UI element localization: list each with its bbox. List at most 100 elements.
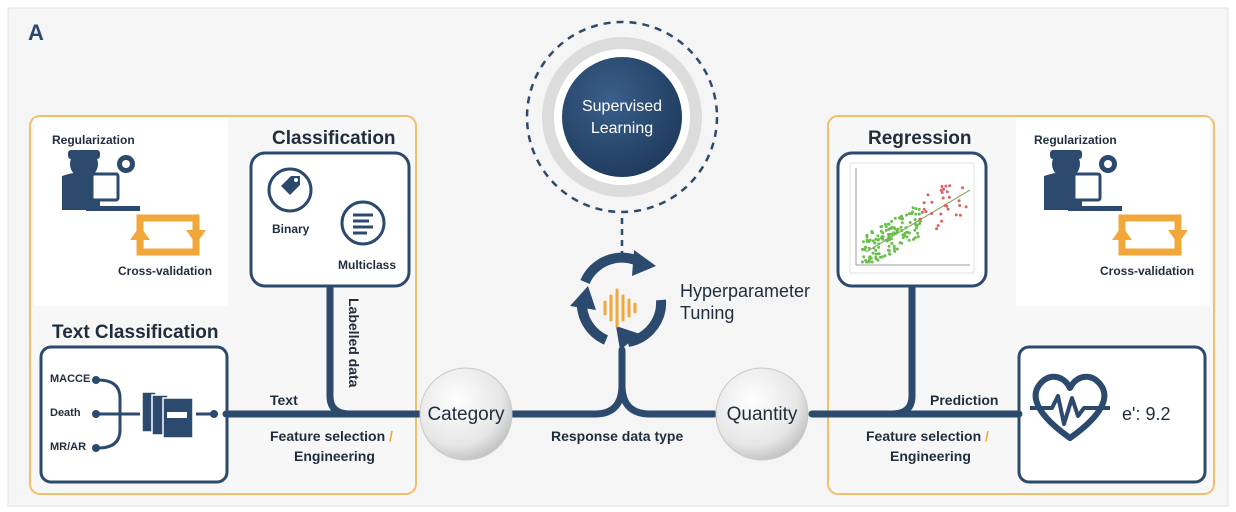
- scatter-point: [957, 199, 961, 203]
- scatter-point: [917, 212, 921, 216]
- scatter-point: [883, 222, 887, 226]
- scatter-point: [871, 251, 875, 255]
- scatter-point: [899, 225, 903, 229]
- left-reg-box: [34, 118, 228, 306]
- pipeline-lines: [222, 284, 1023, 418]
- scatter-point: [886, 222, 890, 226]
- scatter-point: [867, 260, 871, 264]
- scatter-point: [872, 246, 876, 250]
- scatter-point: [893, 249, 897, 253]
- text-label: Text: [270, 392, 298, 408]
- scatter-point: [887, 238, 891, 242]
- prediction-label: Prediction: [930, 392, 999, 408]
- scatter-point: [917, 207, 921, 211]
- scatter-point: [907, 212, 911, 216]
- scatter-point: [954, 213, 958, 217]
- scatter-point: [908, 221, 912, 224]
- scatter-point: [961, 186, 965, 190]
- scatter-point: [922, 201, 926, 205]
- category-sphere: [419, 367, 513, 461]
- hyperparameter-line1: Hyperparameter: [680, 281, 811, 301]
- scatter-point: [958, 213, 962, 217]
- scatter-point: [926, 193, 930, 197]
- quantity-label: Quantity: [726, 404, 798, 425]
- scatter-point: [884, 238, 888, 242]
- left-feature-selection-text: Feature selection: [270, 428, 386, 444]
- left-slash: /: [389, 428, 393, 444]
- scatter-point: [904, 226, 908, 230]
- multiclass-list-icon: [340, 200, 386, 246]
- text-class-tree: [97, 378, 214, 450]
- scatter-point: [903, 231, 907, 235]
- scatter-point: [943, 204, 947, 207]
- scatter-point: [930, 212, 934, 215]
- scatter-point: [905, 213, 909, 217]
- response-data-type-label: Response data type: [551, 428, 684, 444]
- scatter-point: [936, 224, 940, 228]
- scatter-point: [886, 232, 890, 236]
- scatter-point: [945, 190, 949, 194]
- scatter-point: [901, 217, 905, 221]
- right-feature-selection-text: Feature selection: [866, 428, 982, 444]
- scatter-point: [880, 235, 884, 239]
- scatter-point: [888, 252, 892, 256]
- scatter-point: [935, 227, 939, 231]
- scatter-point: [941, 196, 945, 200]
- result-value: e': 9.2: [1122, 404, 1171, 424]
- scatter-point: [868, 255, 872, 259]
- input-macce: MACCE: [50, 373, 91, 385]
- scatter-point: [902, 234, 906, 238]
- scatter-point: [948, 184, 952, 188]
- left-regularization-label: Regularization: [52, 133, 135, 147]
- scatter-point: [911, 206, 915, 210]
- scatter-point: [892, 244, 896, 248]
- heart-pulse-icon: [1030, 373, 1110, 441]
- scatter-point: [944, 184, 948, 188]
- input-mr-ar: MR/AR: [50, 441, 87, 453]
- scatter-point: [874, 237, 878, 241]
- cycle-arrow-head-right-1: [1168, 230, 1188, 244]
- scatter-point: [914, 226, 918, 230]
- scatter-point: [876, 258, 880, 262]
- scatter-point: [940, 185, 944, 188]
- hyperparameter-line2: Tuning: [680, 303, 735, 323]
- cycle-arrow-head-left-1: [186, 230, 206, 244]
- input-death: Death: [50, 407, 81, 419]
- scatter-point: [913, 218, 917, 222]
- scatter-point: [913, 236, 917, 240]
- quantity-sphere: [715, 367, 809, 461]
- scatter-point: [887, 244, 891, 248]
- scatter-point: [946, 207, 950, 211]
- scatter-point: [870, 230, 874, 233]
- scatter-point: [890, 232, 894, 236]
- scatter-point: [922, 207, 926, 211]
- hyperparameter-icon: [570, 250, 667, 350]
- scatter-point: [898, 241, 902, 245]
- scatter-point: [918, 217, 922, 221]
- center-navy-circle: [562, 57, 682, 177]
- scatter-point: [893, 216, 897, 220]
- scatter-point: [864, 258, 868, 262]
- scatter-point: [900, 229, 904, 232]
- scatter-point: [913, 228, 917, 232]
- engineer-icon-left: [62, 150, 140, 211]
- cycle-arrow-head-left-2: [130, 226, 150, 240]
- scatter-point: [878, 255, 882, 259]
- scatter-point: [920, 210, 924, 214]
- scatter-point: [896, 227, 900, 231]
- scatter-point: [890, 219, 894, 223]
- center-title-line1: Supervised: [581, 98, 663, 115]
- scatter-point: [900, 221, 904, 225]
- multiclass-label: Multiclass: [338, 258, 397, 272]
- scatter-point: [947, 195, 951, 199]
- books-icon: [141, 391, 194, 439]
- right-regularization-label: Regularization: [1034, 133, 1117, 147]
- scatter-point: [880, 224, 884, 228]
- scatter-point: [877, 245, 881, 249]
- scatter-point: [930, 200, 934, 204]
- scatter-point: [907, 238, 911, 242]
- scatter-point: [895, 230, 899, 234]
- scatter-point: [877, 238, 881, 241]
- right-slash: /: [985, 428, 989, 444]
- scatter-point: [867, 246, 871, 250]
